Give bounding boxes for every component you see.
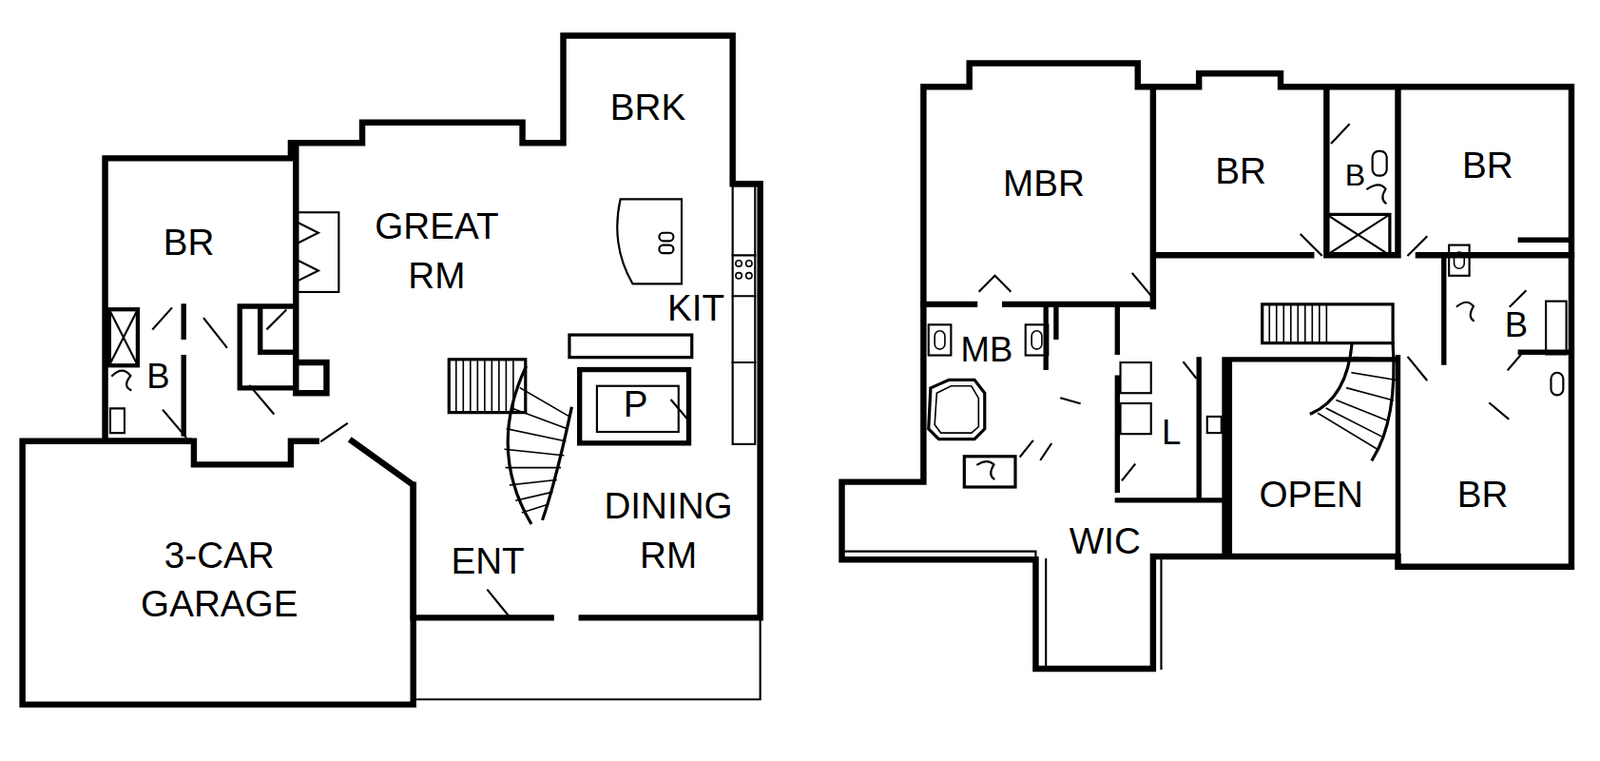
room-label: L <box>1161 406 1181 457</box>
room-label: OPEN <box>1258 470 1364 521</box>
room-label: B <box>146 350 170 401</box>
room-label: GREAT RM <box>355 202 520 301</box>
room-label: 3-CAR GARAGE <box>116 530 322 629</box>
room-label: DINING RM <box>581 481 755 580</box>
room-label: BR <box>1457 470 1509 521</box>
second-floor <box>842 63 1572 669</box>
room-label: P <box>623 379 649 429</box>
room-label: WIC <box>1069 516 1141 566</box>
first-floor <box>22 36 761 705</box>
room-label: BR <box>163 218 215 269</box>
room-label: B <box>1504 300 1528 350</box>
room-label: ENT <box>450 537 524 587</box>
room-label: BR <box>1462 140 1514 191</box>
room-label: MBR <box>1002 158 1085 209</box>
room-label: MB <box>961 324 1014 374</box>
room-label: KIT <box>667 283 725 333</box>
room-label: BRK <box>610 82 686 133</box>
room-label: BR <box>1214 147 1267 197</box>
room-label: B <box>1345 151 1366 201</box>
